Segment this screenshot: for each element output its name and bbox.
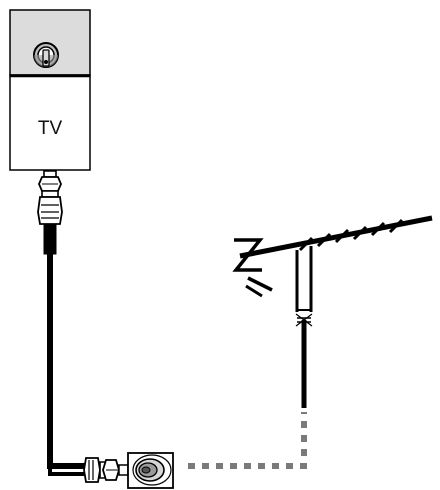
coaxial-plug-icon [37, 170, 63, 255]
in-wall-cable [188, 412, 307, 469]
tv-label: TV [38, 118, 63, 139]
tv-unit: TV [9, 9, 91, 171]
wall-antenna-socket-icon [127, 452, 174, 489]
wall-plug-icon [83, 457, 129, 483]
antenna-mast [295, 313, 313, 408]
coaxial-cable [47, 254, 88, 476]
coaxial-socket-icon [33, 42, 59, 68]
yagi-antenna-icon [232, 215, 433, 312]
tv-body [9, 74, 91, 171]
